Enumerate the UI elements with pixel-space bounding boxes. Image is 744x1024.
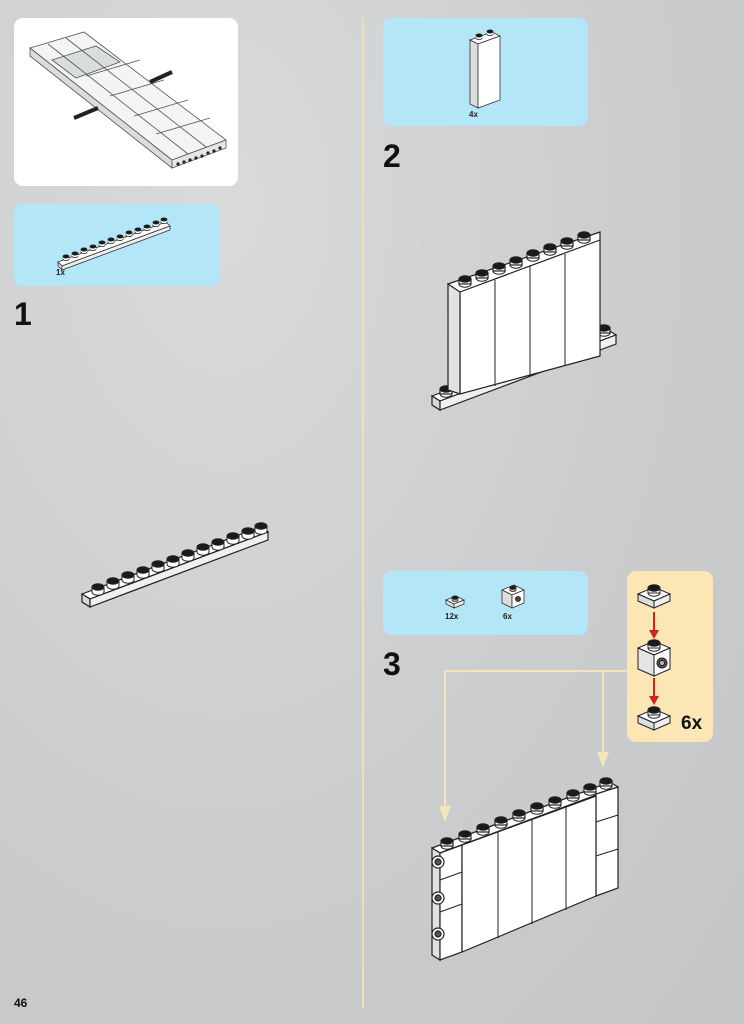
callout-arrow-left: [439, 806, 451, 822]
step-2-part-brick-icon: [468, 29, 502, 109]
step-2-number: 2: [383, 138, 401, 174]
page-number: 46: [14, 996, 28, 1010]
step-1-part-count: 1x: [56, 268, 65, 277]
step-3-part-count-plate: 12x: [445, 612, 459, 621]
preview-model: [29, 31, 227, 169]
step-3-part-count-brick: 6x: [503, 612, 512, 621]
sub-assembly-multiplier: 6x: [681, 713, 703, 734]
column-divider: [362, 18, 364, 1008]
step-1-number: 1: [14, 296, 32, 332]
step-3-part-plate-icon: [445, 595, 465, 609]
step-3-number: 3: [383, 646, 401, 682]
sub-assembly-illustration: [636, 584, 672, 731]
step-3-parts-panel: 12x 6x: [383, 571, 588, 635]
step-3-part-brick-icon: [501, 584, 525, 609]
step-2-build-wall: [430, 231, 618, 412]
step-1-build-plate: [80, 522, 270, 609]
step-2-part-count: 4x: [469, 110, 478, 119]
step-3-build-wall: [430, 777, 620, 962]
callout-lines: [444, 670, 627, 812]
callout-arrow-right: [597, 752, 609, 768]
step-1-part-plate-icon: [57, 217, 171, 271]
